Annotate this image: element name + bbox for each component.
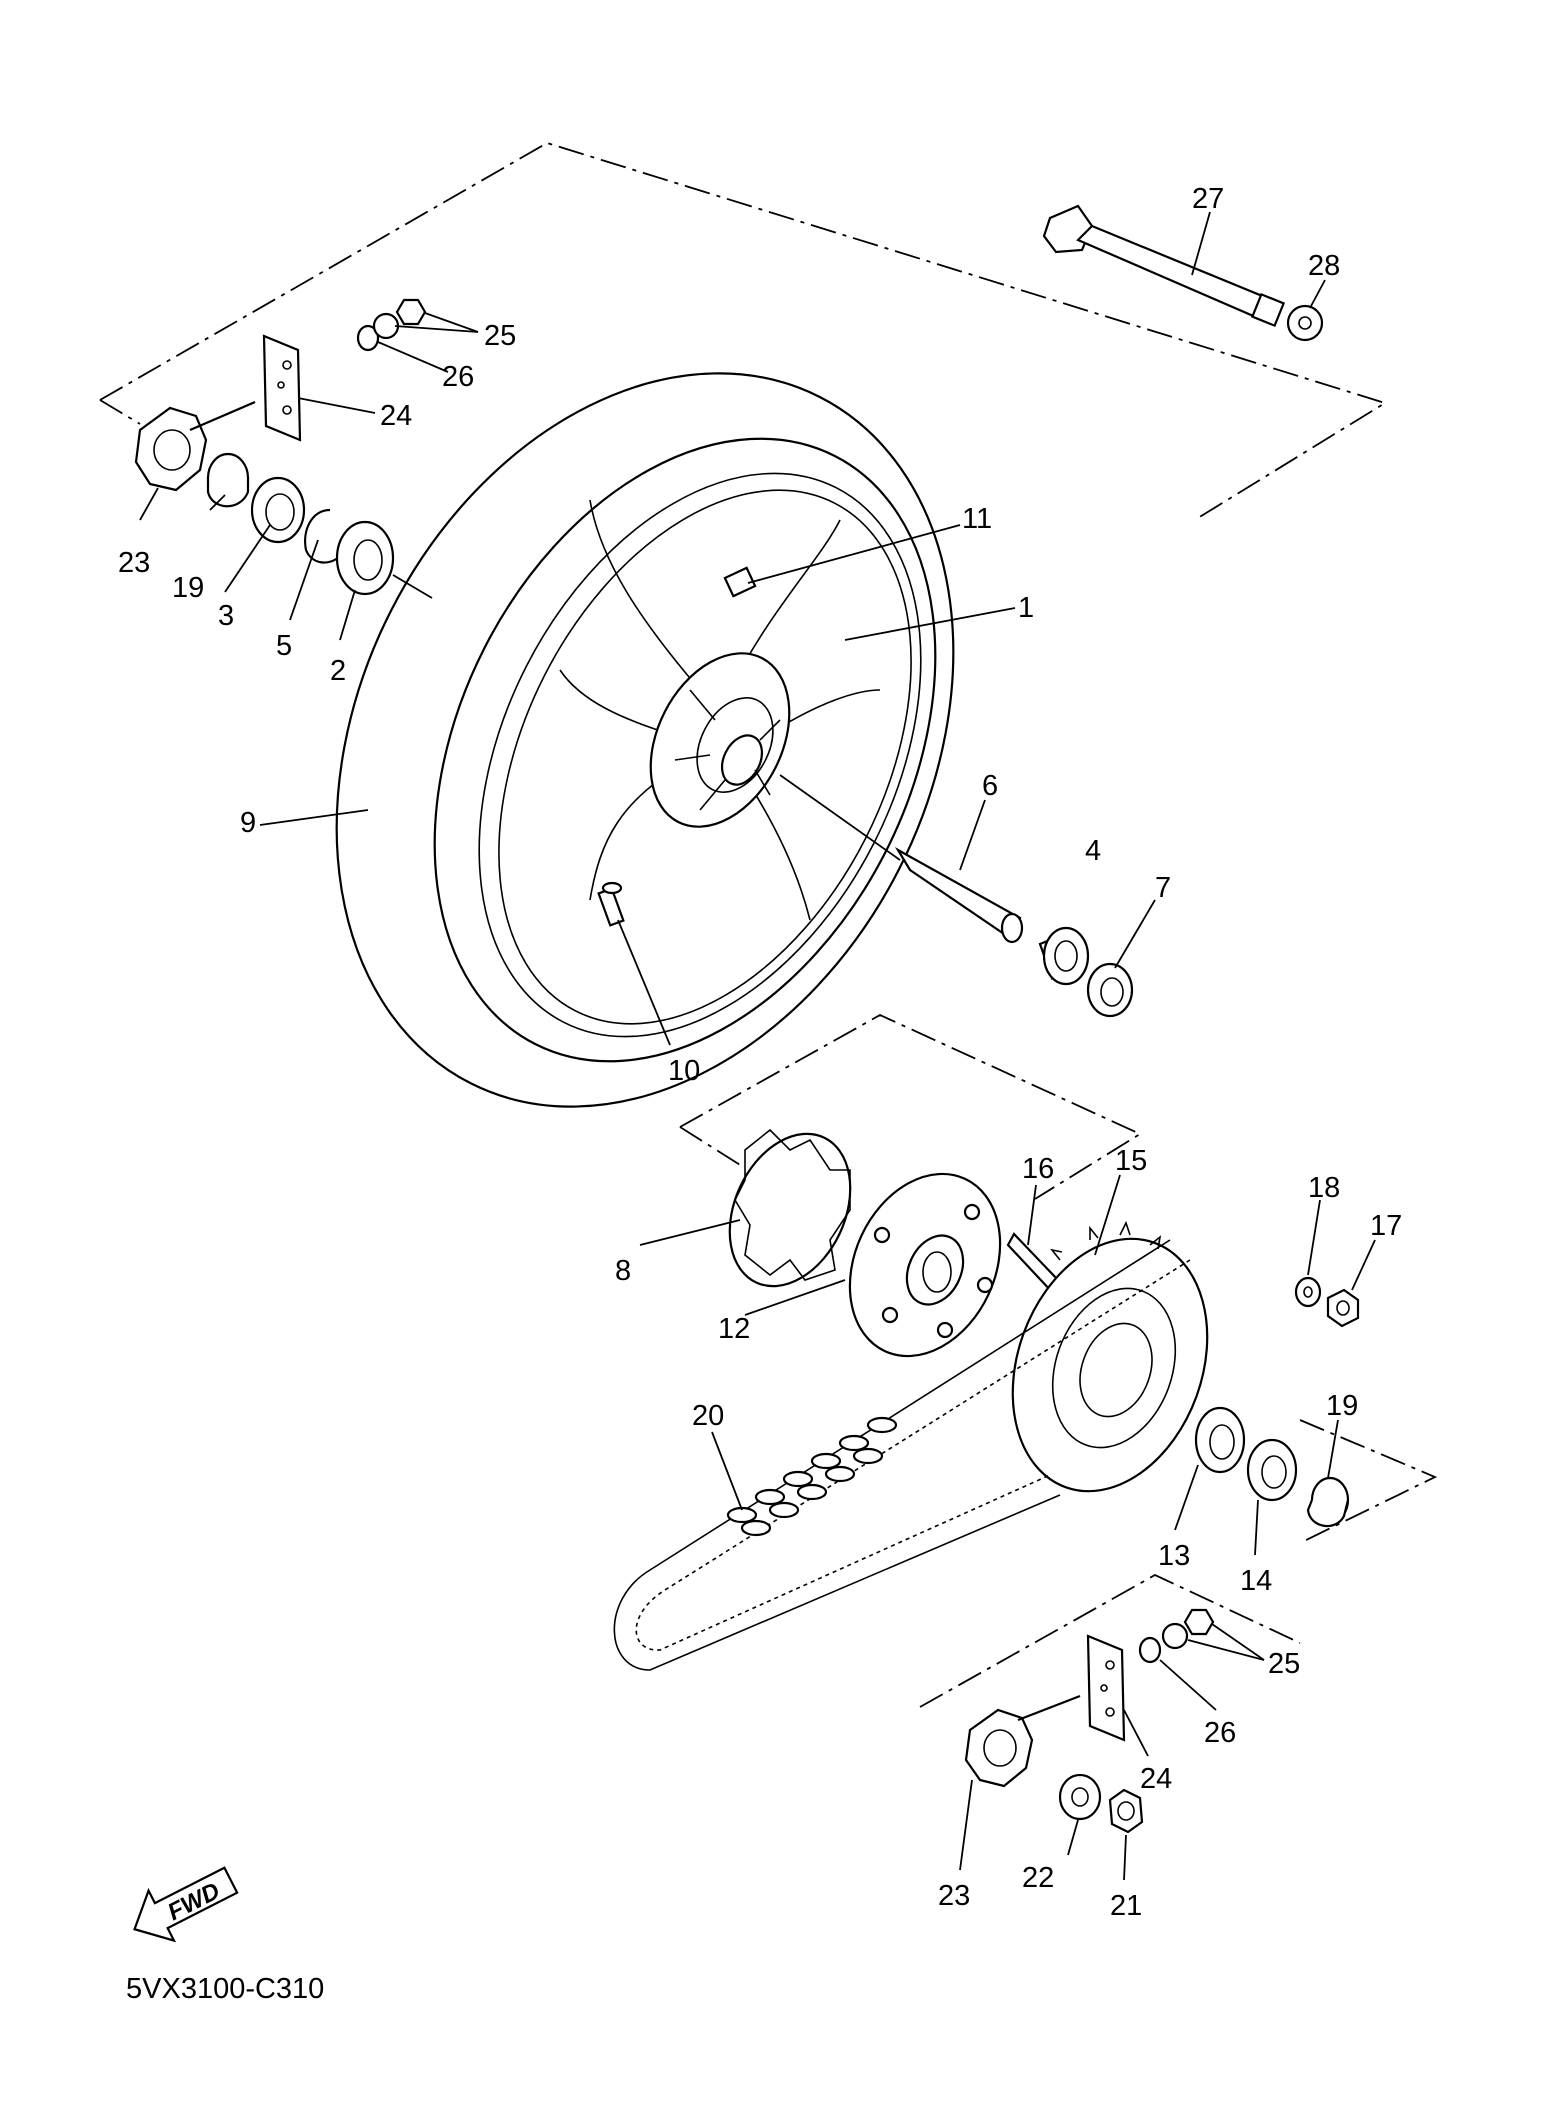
drive-chain-20 xyxy=(613,1239,1191,1671)
callout-18: 18 xyxy=(1308,1172,1340,1204)
callout-9: 9 xyxy=(240,807,256,839)
lower-nuts-25 xyxy=(1161,1608,1215,1650)
callout-25-lower: 25 xyxy=(1268,1648,1300,1680)
nut-17 xyxy=(1326,1288,1360,1328)
leader-lines xyxy=(139,211,1376,1881)
callout-19-upper: 19 xyxy=(172,572,204,604)
callout-22: 22 xyxy=(1022,1862,1054,1894)
nut-21 xyxy=(1108,1788,1144,1834)
collar-19-lower xyxy=(1306,1476,1350,1527)
middle-group-frame xyxy=(679,1013,1142,1200)
callout-17: 17 xyxy=(1370,1210,1402,1242)
clutch-hub-12 xyxy=(848,1172,1002,1358)
upper-nuts-25 xyxy=(372,298,427,340)
callout-28: 28 xyxy=(1308,250,1340,282)
callout-6: 6 xyxy=(982,770,998,802)
damper-8 xyxy=(728,1128,852,1288)
lower-adjuster-23 xyxy=(964,1694,1081,1788)
upper-adjuster-23 xyxy=(134,400,256,492)
diagram-code: 5VX3100-C310 xyxy=(126,1973,324,2005)
washer-28 xyxy=(1286,304,1324,342)
upper-group-frame xyxy=(99,142,1388,519)
collar-7 xyxy=(1086,962,1134,1018)
washer-18 xyxy=(1294,1276,1322,1308)
lower-washer-26 xyxy=(1138,1636,1162,1664)
bearing-2 xyxy=(335,520,433,599)
upper-plate-24 xyxy=(262,334,302,442)
callout-23-upper: 23 xyxy=(118,547,150,579)
chain-links xyxy=(726,1416,898,1537)
callout-14: 14 xyxy=(1240,1565,1272,1597)
callout-26-lower: 26 xyxy=(1204,1717,1236,1749)
spacer-6 xyxy=(779,774,1024,944)
callout-10: 10 xyxy=(668,1055,700,1087)
oil-seal-14 xyxy=(1246,1438,1298,1502)
axle xyxy=(1042,204,1286,328)
callout-21: 21 xyxy=(1110,1890,1142,1922)
callout-2: 2 xyxy=(330,655,346,687)
fwd-arrow: FWD xyxy=(133,1866,239,1943)
callout-4: 4 xyxy=(1085,835,1101,867)
callout-20: 20 xyxy=(692,1400,724,1432)
upper-collar-19 xyxy=(206,452,250,508)
callout-27: 27 xyxy=(1192,183,1224,215)
callout-12: 12 xyxy=(718,1313,750,1345)
callout-3: 3 xyxy=(218,600,234,632)
callout-24-lower: 24 xyxy=(1140,1763,1172,1795)
callout-23-lower: 23 xyxy=(938,1880,970,1912)
washer-22 xyxy=(1058,1773,1102,1821)
callouts: 1 2 3 4 5 6 7 8 9 10 11 12 13 14 15 16 1… xyxy=(118,183,1402,1922)
lower-plate-24 xyxy=(1086,1634,1126,1742)
lower-group-frame xyxy=(919,1419,1438,1708)
bearing-4 xyxy=(1038,926,1090,986)
callout-13: 13 xyxy=(1158,1540,1190,1572)
callout-5: 5 xyxy=(276,630,292,662)
circlip-5 xyxy=(304,508,341,564)
callout-1: 1 xyxy=(1018,592,1034,624)
callout-25-upper: 25 xyxy=(484,320,516,352)
sprocket-15 xyxy=(1011,1220,1209,1493)
callout-24-upper: 24 xyxy=(380,400,412,432)
callout-16: 16 xyxy=(1022,1153,1054,1185)
upper-washer-26 xyxy=(356,324,380,352)
callout-19-lower: 19 xyxy=(1326,1390,1358,1422)
callout-8: 8 xyxy=(615,1255,631,1287)
callout-7: 7 xyxy=(1155,872,1171,904)
oil-seal-3 xyxy=(250,476,306,544)
callout-26-upper: 26 xyxy=(442,361,474,393)
wheel-assembly xyxy=(335,372,955,1108)
bearing-13 xyxy=(1194,1406,1246,1474)
callout-11: 11 xyxy=(962,503,992,535)
callout-15: 15 xyxy=(1115,1145,1147,1177)
